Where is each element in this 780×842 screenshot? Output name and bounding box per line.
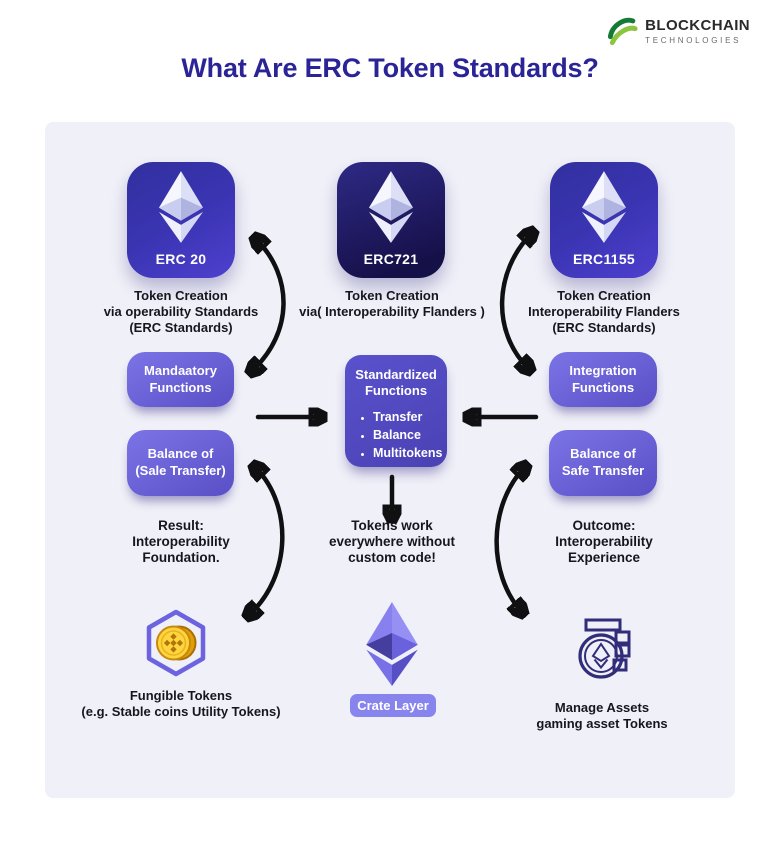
erc1155-card: ERC1155 bbox=[550, 162, 658, 278]
manage-assets-caption: Manage Assets gaming asset Tokens bbox=[536, 700, 668, 731]
mandatory-functions-box: Mandaatory Functions bbox=[127, 352, 234, 407]
standardized-functions-list: Transfer Balance Multitokens bbox=[353, 408, 442, 462]
standardized-functions-title: Standardized Functions bbox=[355, 367, 437, 398]
balance-sale-transfer-box: Balance of (Sale Transfer) bbox=[127, 430, 234, 496]
balance-safe-transfer-box: Balance of Safe Transfer bbox=[549, 430, 657, 496]
fungible-token-coin-icon bbox=[146, 609, 206, 677]
crate-layer-badge: Crate Layer bbox=[350, 694, 436, 717]
erc20-label: ERC 20 bbox=[155, 251, 207, 267]
ethereum-icon bbox=[369, 171, 413, 243]
brand-subname: TECHNOLOGIES bbox=[645, 36, 742, 45]
gaming-asset-coins-icon bbox=[578, 618, 631, 679]
fungible-tokens-caption: Fungible Tokens (e.g. Stable coins Utili… bbox=[81, 688, 281, 719]
brand-text: BLOCKCHAIN TECHNOLOGIES bbox=[645, 17, 750, 45]
erc1155-label: ERC1155 bbox=[572, 251, 636, 267]
standardized-functions-box: Standardized Functions Transfer Balance … bbox=[345, 355, 447, 467]
list-item: Multitokens bbox=[373, 444, 442, 462]
integration-functions-box: Integration Functions bbox=[549, 352, 657, 407]
ethereum-crate-layer-icon bbox=[366, 602, 418, 686]
brand-logo: BLOCKCHAIN TECHNOLOGIES bbox=[606, 15, 750, 47]
erc721-caption: Token Creation via( Interoperability Fla… bbox=[299, 288, 485, 319]
ethereum-icon bbox=[582, 171, 626, 243]
list-item: Transfer bbox=[373, 408, 439, 426]
erc1155-caption: Token Creation Interoperability Flanders… bbox=[528, 288, 680, 335]
list-item: Balance bbox=[373, 426, 439, 444]
ethereum-icon bbox=[159, 171, 203, 243]
page-title: What Are ERC Token Standards? bbox=[181, 53, 599, 83]
result-note: Result: Interoperability Foundation. bbox=[132, 518, 230, 565]
erc721-card: ERC721 bbox=[337, 162, 445, 278]
outcome-note: Outcome: Interoperability Experience bbox=[555, 518, 653, 565]
tokens-work-note: Tokens work everywhere without custom co… bbox=[328, 518, 456, 565]
erc20-caption: Token Creation via operability Standards… bbox=[103, 288, 259, 335]
brand-name: BLOCKCHAIN bbox=[645, 17, 750, 34]
erc721-label: ERC721 bbox=[363, 251, 419, 267]
erc20-card: ERC 20 bbox=[127, 162, 235, 278]
blockchain-technologies-icon bbox=[608, 17, 638, 46]
